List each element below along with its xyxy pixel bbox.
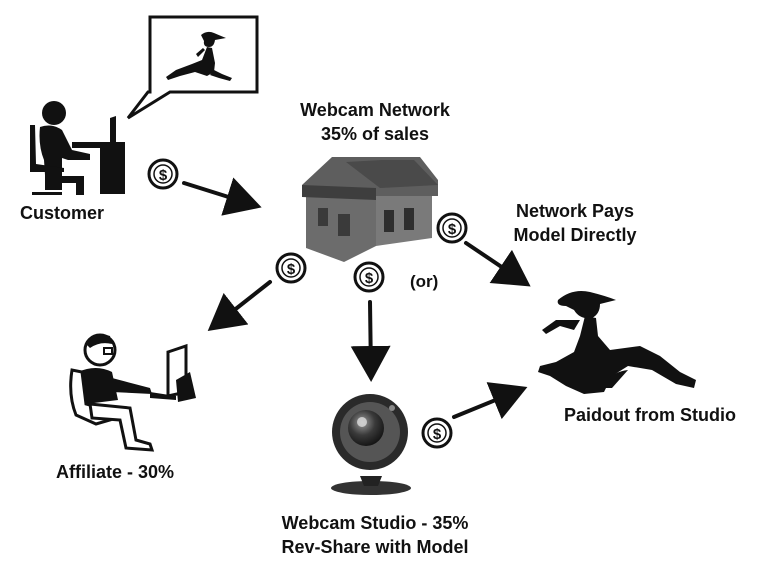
studio-line1: Webcam Studio - 35% — [281, 513, 469, 533]
svg-text:$: $ — [159, 167, 168, 184]
dollar-coin-icon: $ — [436, 212, 468, 244]
arrow-studio-to-model — [452, 382, 528, 420]
webcam-network-house-icon — [302, 157, 438, 262]
webcam-studio-icon — [331, 394, 411, 495]
network-pays-label: Network Pays Model Directly — [490, 199, 660, 247]
network-label: Webcam Network 35% of sales — [270, 98, 480, 146]
studio-label: Webcam Studio - 35% Rev-Share with Model — [250, 511, 500, 559]
arrow-network-to-studio — [350, 300, 391, 382]
studio-line2: Rev-Share with Model — [281, 537, 469, 557]
dollar-coin-icon: $ — [421, 417, 453, 449]
dollar-coin-icon: $ — [275, 252, 307, 284]
network-pays-line1: Network Pays — [515, 201, 635, 221]
arrow-network-to-model — [464, 241, 531, 287]
model-label: Paidout from Studio — [564, 405, 736, 425]
svg-text:$: $ — [287, 261, 296, 278]
svg-text:$: $ — [365, 270, 374, 287]
affiliate-at-computer-icon — [69, 333, 196, 452]
svg-text:$: $ — [433, 426, 442, 443]
customer-label: Customer — [20, 203, 105, 223]
model-silhouette-icon — [538, 291, 696, 394]
arrow-customer-to-network — [182, 177, 262, 216]
network-subtitle: 35% of sales — [320, 124, 430, 144]
customer-at-computer-icon — [30, 101, 125, 195]
flow-arrows — [182, 177, 531, 420]
network-pays-line2: Model Directly — [513, 225, 637, 245]
thought-bubble — [126, 15, 259, 120]
dollar-coin-icon: $ — [353, 261, 385, 293]
or-label: (or) — [410, 272, 439, 291]
arrow-network-to-affiliate — [207, 280, 272, 331]
svg-text:$: $ — [448, 221, 457, 238]
affiliate-label: Affiliate - 30% — [55, 462, 175, 482]
network-title: Webcam Network — [300, 100, 450, 120]
dollar-coin-icon: $ — [147, 158, 179, 190]
mudflap-silhouette-small-icon — [166, 31, 232, 81]
